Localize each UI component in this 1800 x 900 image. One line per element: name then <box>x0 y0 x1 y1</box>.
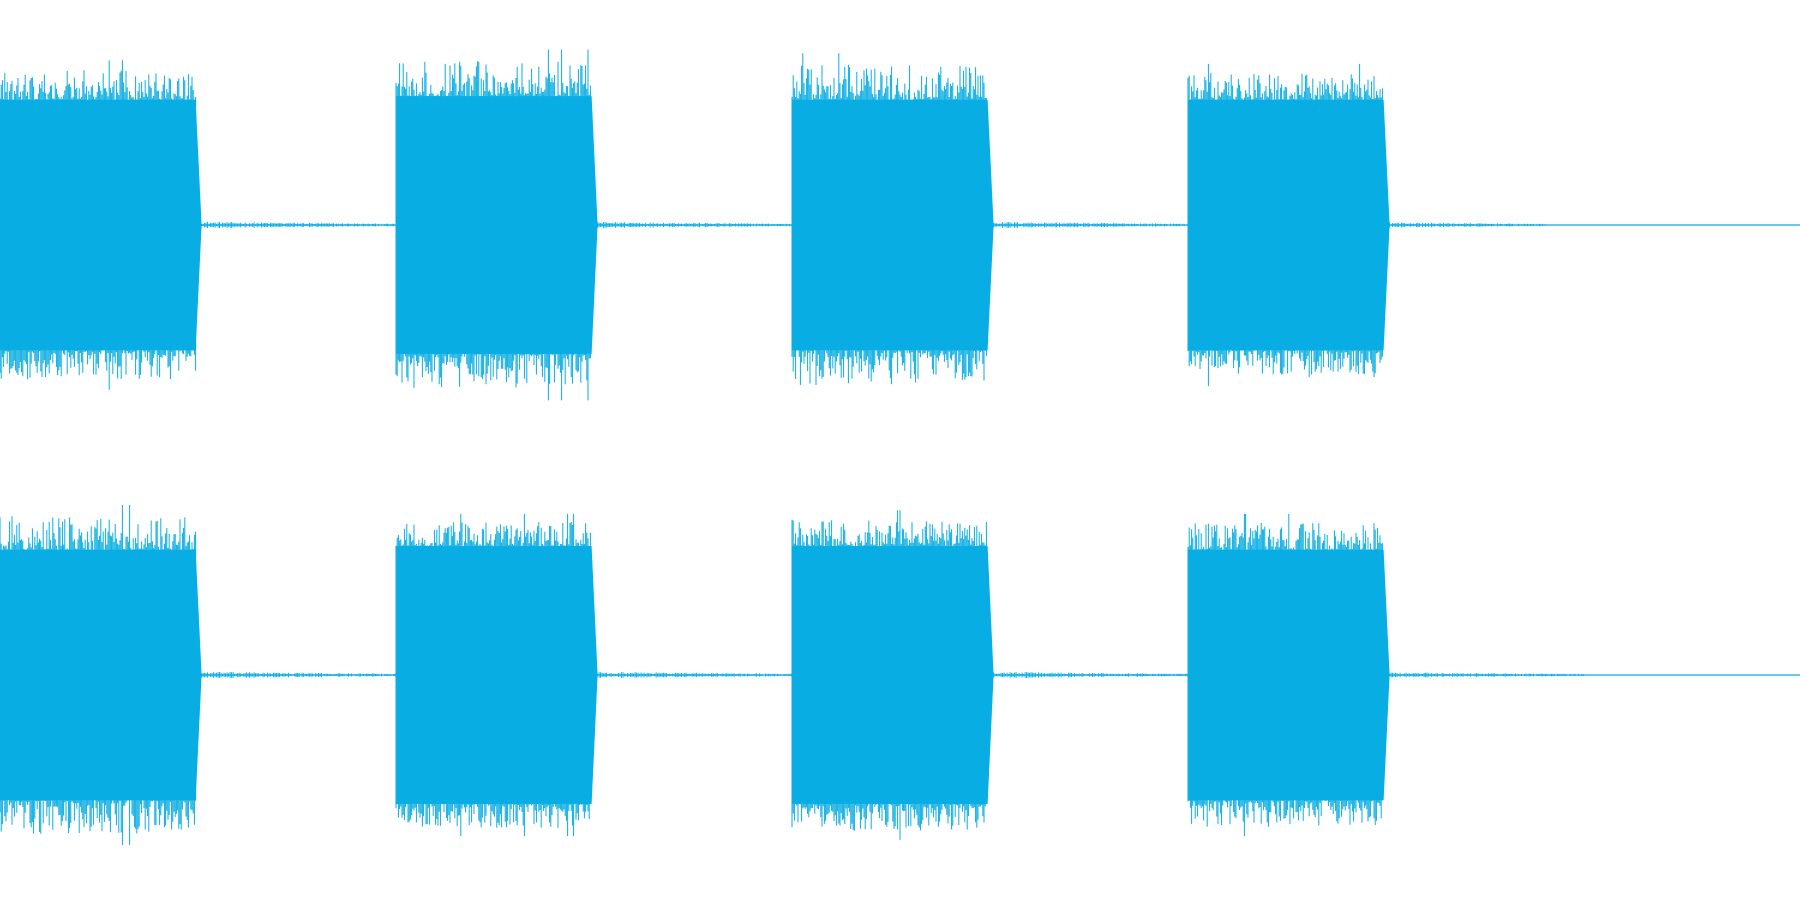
waveform-burst-2 <box>791 53 994 386</box>
waveform-burst-3 <box>1187 63 1390 387</box>
waveform-right-svg <box>0 505 1800 845</box>
waveform-burst-1 <box>395 513 598 837</box>
waveform-channel-right <box>0 490 1800 860</box>
waveform-burst-0 <box>0 60 202 390</box>
waveform-burst-2 <box>791 510 994 840</box>
waveform-burst-0 <box>0 505 202 845</box>
waveform-channel-left <box>0 40 1800 410</box>
waveform-left-svg <box>0 49 1800 401</box>
waveform-burst-3 <box>1187 513 1390 837</box>
waveform-burst-1 <box>395 49 598 401</box>
